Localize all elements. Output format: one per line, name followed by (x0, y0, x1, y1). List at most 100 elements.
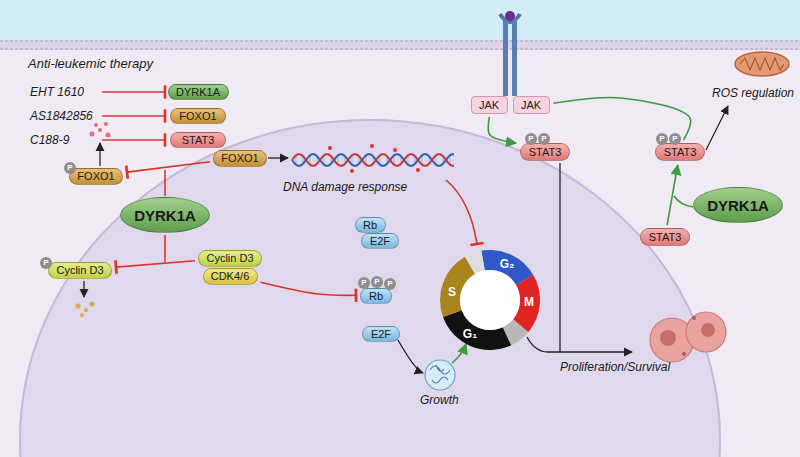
activation-arrow (527, 337, 632, 352)
chromatin-fibre (430, 365, 450, 383)
cell-membrane (0, 40, 800, 50)
node-text: G₁ (463, 327, 477, 341)
node-text: DYRK1A (707, 197, 769, 214)
node-text: FOXO1 (77, 170, 114, 182)
node-text: DYRK1A (134, 207, 196, 224)
dna-damage-spot (350, 169, 354, 173)
node-text: Rb (363, 219, 377, 231)
inhibition-line (102, 91, 165, 93)
node-text: M (524, 295, 534, 309)
inhibition-line (164, 235, 166, 262)
node-text: E2F (371, 328, 391, 340)
kinase-oval: DYRK1A (120, 197, 210, 233)
receptor-chain (503, 18, 508, 96)
phospho-mark: P (384, 278, 396, 290)
phospho-protein: FOXO1 (69, 168, 123, 185)
activation-arrow (452, 344, 466, 363)
signal-line (559, 163, 560, 352)
phospho-protein: Cyclin D3 (48, 262, 112, 279)
dna-backbone (292, 154, 454, 166)
jak-kinase: JAK (513, 96, 550, 114)
node-text: FOXO1 (221, 152, 258, 164)
degradation-arrow (99, 143, 100, 166)
protein-pill: Cyclin D3 (198, 250, 262, 267)
activation-arrow (268, 157, 288, 158)
extracellular-space (0, 0, 800, 40)
phospho-mark: P (358, 277, 370, 289)
node-text: STAT3 (664, 146, 697, 158)
panel-heading: Anti-leukemic therapy (28, 56, 153, 71)
drug-name: C188-9 (30, 133, 69, 147)
node-text: CDK4/6 (211, 270, 250, 282)
inhibition-connector (116, 261, 195, 267)
drug-target: STAT3 (170, 132, 226, 148)
dna-strand (292, 144, 454, 173)
inhibition-line (102, 139, 165, 141)
node-text: Cyclin D3 (56, 264, 103, 276)
cell-cycle-ring: G₂MSG₁ (440, 250, 540, 350)
dna-damage-spot (370, 144, 374, 148)
dna-damage-spot (393, 148, 397, 152)
node-text: STAT3 (182, 134, 215, 146)
node-text: FOXO1 (179, 110, 216, 122)
node-text: E2F (370, 235, 390, 247)
protein-pill: E2F (362, 326, 400, 342)
nucleus (20, 120, 720, 457)
drug-name: EHT 1610 (30, 85, 84, 99)
node-text: STAT3 (649, 231, 682, 243)
drug-target: FOXO1 (170, 108, 226, 124)
ligand (505, 11, 515, 21)
protein-pill: Rb (355, 217, 386, 233)
node-text: DYRK1A (176, 86, 220, 98)
cycle-phase (465, 251, 485, 274)
proliferating-cells (650, 312, 726, 362)
jak-kinase: JAK (471, 96, 508, 114)
protein-pill: CDK4/6 (203, 268, 258, 285)
node-text: JAK (479, 99, 499, 111)
phospho-protein: Rb (360, 288, 392, 304)
phospho-mark: P (525, 133, 537, 145)
degradation-arrow (83, 281, 84, 297)
phospho-protein: STAT3 (655, 143, 705, 161)
receptor-chain (512, 18, 517, 96)
phospho-mark: P (40, 257, 52, 269)
kinase-oval: DYRK1A (693, 187, 783, 223)
process-label: ROS regulation (712, 86, 794, 100)
drug-name: AS1842856 (30, 109, 93, 123)
chromatin (425, 360, 455, 390)
phospho-mark: P (371, 276, 383, 288)
activation-connector (488, 117, 516, 143)
dna-backbone (292, 154, 454, 166)
inhibition-line (446, 180, 477, 244)
phospho-mark: P (656, 133, 668, 145)
drug-target: DYRK1A (168, 84, 229, 100)
node-text: Rb (369, 290, 383, 302)
inhibition-line (164, 170, 166, 196)
phospho-protein: STAT3 (520, 143, 570, 161)
membrane-leaflet (0, 48, 800, 50)
degradation-fragments (76, 302, 95, 318)
protein-pill: STAT3 (640, 228, 690, 246)
protein-pill: FOXO1 (213, 150, 267, 167)
phospho-mark: P (538, 133, 550, 145)
degradation-fragments (90, 122, 111, 138)
node-text: Cyclin D3 (206, 252, 253, 264)
process-label: Growth (420, 393, 459, 407)
inhibition-connector (261, 282, 357, 295)
node-text: G₂ (500, 257, 515, 271)
phospho-mark: P (64, 162, 76, 174)
cycle-centre (460, 270, 520, 330)
activation-arrow (706, 106, 728, 150)
process-label: DNA damage response (283, 180, 407, 194)
membrane-leaflet (0, 40, 800, 42)
node-text: STAT3 (529, 146, 562, 158)
dna-damage-spot (328, 146, 332, 150)
inhibition-connector (127, 162, 210, 172)
mitochondrion (735, 52, 789, 76)
protein-pill: E2F (361, 233, 399, 249)
inhibition-line (102, 115, 165, 117)
dna-damage-spot (416, 168, 420, 172)
phospho-mark: P (669, 133, 681, 145)
process-label: Proliferation/Survival (560, 360, 670, 374)
activation-line (674, 196, 693, 207)
